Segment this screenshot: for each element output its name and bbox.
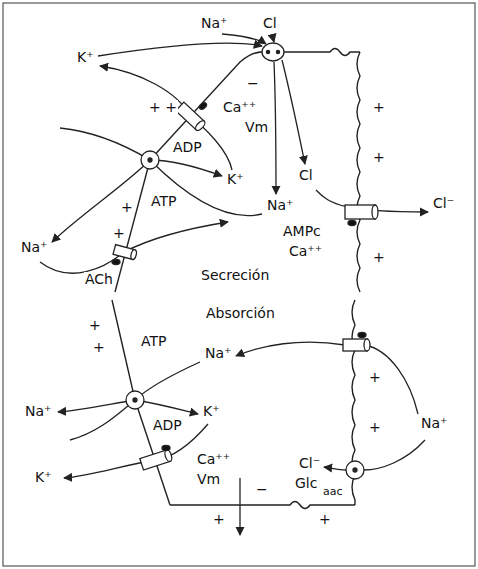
transporters-bottom (126, 333, 370, 480)
drawing-part (113, 245, 137, 260)
regulator-label: Ca⁺⁺ (288, 244, 323, 259)
drawing-part (348, 221, 356, 226)
drawing-part (345, 205, 378, 219)
drawing-part (364, 339, 370, 351)
ion-label: Cl (262, 16, 278, 31)
charge-sign: + (92, 340, 106, 355)
drawing-part (140, 449, 173, 470)
receptor-label: ACh (84, 272, 114, 287)
drawing-part (266, 50, 269, 53)
drawing-part (274, 62, 276, 194)
regulator-label: AMPc (282, 224, 322, 239)
panel-title: Secreción (200, 268, 270, 283)
drawing-part (98, 43, 262, 56)
molecule-label: Glc (294, 476, 318, 491)
charge-sign: + + (148, 100, 178, 115)
drawing-part (194, 119, 207, 132)
molecule-label: ADP (172, 140, 203, 155)
drawing-part (236, 342, 418, 414)
charge-sign: − (255, 482, 269, 497)
molecule-label: ATP (140, 334, 167, 349)
drawing-part (358, 333, 366, 338)
ion-label: Na⁺ (24, 404, 52, 419)
ion-label: K⁺ (226, 172, 245, 187)
ion-label: Na⁺ (266, 198, 294, 213)
membranes-bottom (112, 300, 355, 509)
regulator-label: Vm (244, 120, 269, 135)
drawing-part (64, 424, 208, 478)
drawing-part (52, 160, 262, 242)
subscript-label: aac (322, 486, 344, 498)
drawing-part (282, 60, 305, 164)
drawing-part (262, 43, 284, 61)
charge-sign: + (88, 318, 102, 333)
drawing-part (130, 249, 137, 260)
drawing-part (133, 398, 137, 402)
molecule-label: ATP (150, 194, 177, 209)
ion-label: Cl⁻ (432, 196, 455, 211)
drawing-part (126, 391, 144, 409)
regulator-label: Vm (196, 472, 221, 487)
drawing-part (346, 461, 364, 479)
charge-sign: − (246, 76, 260, 91)
ion-label: Na⁺ (20, 240, 48, 255)
charge-sign: + (372, 250, 386, 265)
ion-label: Na⁺ (204, 346, 232, 361)
ion-arrows-bottom (58, 342, 425, 535)
transporters-top (112, 43, 378, 265)
drawing-part (372, 205, 378, 219)
drawing-part (272, 34, 274, 42)
ion-label: K⁺ (34, 470, 53, 485)
drawing-part (162, 446, 170, 451)
charge-sign: + (368, 420, 382, 435)
ion-label: Cl (298, 168, 314, 183)
drawing-part (353, 468, 357, 472)
charge-sign: + (212, 512, 226, 527)
drawing-part (276, 50, 279, 53)
drawing-part (100, 66, 232, 170)
charge-sign: + (372, 150, 386, 165)
ion-label: Na⁺ (420, 416, 448, 431)
drawing-part (222, 34, 266, 44)
charge-sign: + (372, 100, 386, 115)
drawing-part (170, 502, 355, 509)
molecule-label: ADP (152, 418, 183, 433)
ion-label: K⁺ (76, 50, 95, 65)
drawing-part (40, 222, 228, 273)
drawing-part (343, 339, 370, 351)
charge-sign: + (112, 226, 126, 241)
drawing-part (141, 151, 159, 169)
regulator-label: Ca⁺⁺ (196, 452, 231, 467)
drawing-part (357, 52, 360, 292)
charge-sign: + (120, 200, 134, 215)
ion-label: Cl⁻ (298, 456, 321, 471)
panel-title: Absorción (205, 306, 276, 321)
drawing-part (239, 478, 240, 535)
drawing-part (284, 49, 360, 56)
ion-label: Na⁺ (200, 16, 228, 31)
regulator-label: Ca⁺⁺ (222, 100, 257, 115)
drawing-part (324, 440, 425, 470)
drawing-part (198, 102, 207, 111)
drawing-part (345, 205, 375, 219)
drawing-part (148, 158, 152, 162)
charge-sign: + (368, 370, 382, 385)
drawing-part (58, 362, 200, 412)
drawing-part (112, 260, 120, 265)
membranes-top (115, 49, 360, 293)
ion-label: K⁺ (202, 404, 221, 419)
charge-sign: + (318, 512, 332, 527)
ion-arrows-top (40, 34, 428, 273)
figure-frame (3, 3, 475, 566)
